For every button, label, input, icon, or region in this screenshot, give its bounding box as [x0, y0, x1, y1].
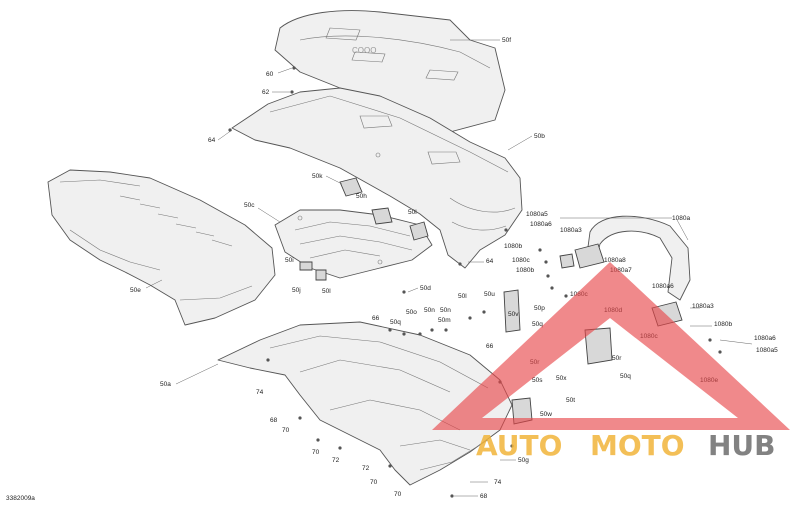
- callout-50l-2: 50l: [322, 288, 331, 295]
- callout-1080a6-3: 1080a6: [754, 335, 776, 342]
- callout-1080a5-2: 1080a5: [756, 347, 778, 354]
- fasteners: [228, 66, 722, 498]
- watermark-moto: MOTO: [590, 429, 685, 462]
- callout-1080a3-2: 1080a3: [692, 303, 714, 310]
- leader-lines: [145, 39, 753, 497]
- callout-74: 74: [256, 389, 264, 396]
- part-50c-floor-tray: [274, 209, 433, 279]
- callout-68-b: 68: [480, 493, 488, 500]
- callout-50j: 50j: [292, 287, 301, 294]
- callout-70-c: 70: [370, 479, 378, 486]
- side-brackets: [503, 289, 613, 425]
- callout-50n-2: 50n: [424, 307, 435, 314]
- callout-66-2: 66: [486, 343, 494, 350]
- callout-50q-2: 50q: [390, 319, 401, 326]
- callout-66: 66: [372, 315, 380, 322]
- callout-62: 62: [262, 89, 270, 96]
- watermark-triangle-icon: [432, 262, 790, 430]
- callout-50m: 50m: [438, 317, 451, 324]
- watermark-hub: HUB: [708, 429, 776, 462]
- callout-1080a3: 1080a3: [560, 227, 582, 234]
- callout-1080b-3: 1080b: [714, 321, 732, 328]
- callout-60: 60: [266, 71, 274, 78]
- callout-74-b: 74: [494, 479, 502, 486]
- callout-50p: 50p: [534, 305, 545, 312]
- callout-50e: 50e: [130, 287, 141, 294]
- watermark-auto: AUTO: [476, 429, 562, 462]
- callout-50b: 50b: [534, 133, 545, 140]
- callout-64: 64: [208, 137, 216, 144]
- small-brackets: [299, 177, 429, 281]
- callout-50d: 50d: [420, 285, 431, 292]
- callout-70-b: 70: [312, 449, 320, 456]
- part-50b-seat-base: [231, 87, 523, 269]
- callout-72: 72: [332, 457, 340, 464]
- callout-1080a5: 1080a5: [526, 211, 548, 218]
- callout-1080a6: 1080a6: [530, 221, 552, 228]
- watermark-logo: AUTO MOTO HUB: [432, 262, 790, 462]
- callout-50w: 50w: [540, 411, 552, 418]
- callout-50t: 50t: [566, 397, 575, 404]
- callout-50f: 50f: [502, 37, 511, 44]
- callout-1080a8: 1080a8: [604, 257, 626, 264]
- callout-50k: 50k: [312, 173, 323, 180]
- callout-50l-3: 50l: [458, 293, 467, 300]
- callout-50r-2: 50r: [612, 355, 622, 362]
- callout-72-b: 72: [362, 465, 370, 472]
- callout-50s: 50s: [532, 377, 543, 384]
- part-1080a-grab-bar: [559, 215, 691, 327]
- callout-50h: 50h: [356, 193, 367, 200]
- svg-text:COOO: COOO: [352, 46, 376, 55]
- callout-1080a7: 1080a7: [610, 267, 632, 274]
- callout-50n: 50n: [440, 307, 451, 314]
- callout-68: 68: [270, 417, 278, 424]
- callout-1080a6-2: 1080a6: [652, 283, 674, 290]
- callout-50c: 50c: [244, 202, 255, 209]
- part-50a-cargo-tub: [217, 321, 513, 486]
- callout-50q: 50q: [532, 321, 543, 328]
- callout-50o: 50o: [406, 309, 417, 316]
- callout-1080b: 1080b: [504, 243, 522, 250]
- callout-50q-3: 50q: [620, 373, 631, 380]
- figure-id: 3382009a: [6, 495, 35, 502]
- callout-1080b-2: 1080b: [516, 267, 534, 274]
- callout-70-d: 70: [394, 491, 402, 498]
- callout-50g: 50g: [518, 457, 529, 464]
- callout-50a: 50a: [160, 381, 171, 388]
- part-50e-side-body: [47, 169, 276, 326]
- callout-1080a: 1080a: [672, 215, 690, 222]
- callout-70: 70: [282, 427, 290, 434]
- callout-50u: 50u: [484, 291, 495, 298]
- callout-1080c: 1080c: [512, 257, 530, 264]
- callout-50v: 50v: [508, 311, 519, 318]
- callout-50l: 50l: [408, 209, 417, 216]
- callout-50i: 50i: [285, 257, 294, 264]
- callout-50x: 50x: [556, 375, 567, 382]
- callout-64-b: 64: [486, 258, 494, 265]
